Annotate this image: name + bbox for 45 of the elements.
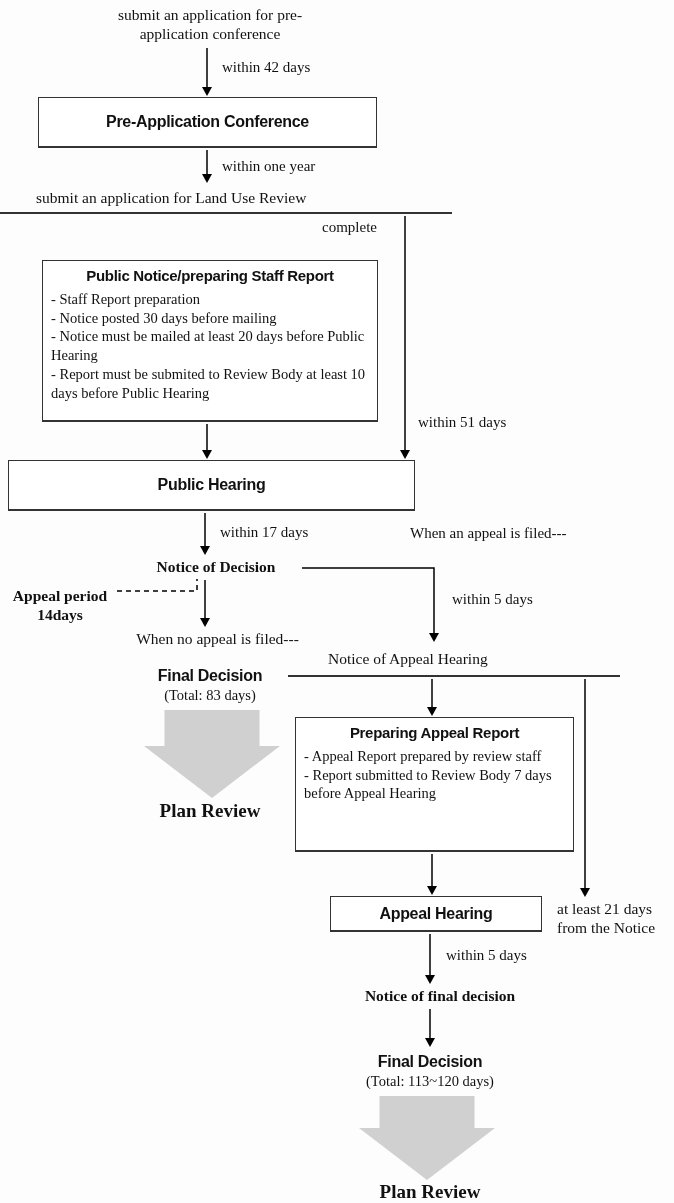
process-box (330, 896, 542, 932)
arrow (425, 1008, 435, 1047)
process-box (42, 260, 378, 422)
arrow (200, 579, 210, 627)
step-text: submit an application for pre-application conference (116, 4, 304, 44)
result-text: Plan Review (379, 1180, 481, 1203)
arrow (200, 512, 210, 555)
arrow (202, 47, 212, 96)
process-box (8, 460, 415, 511)
decision-title: Final Decision (377, 1051, 483, 1072)
bullet-text: - Notice posted 30 days before mailing (51, 308, 278, 328)
step-title: Notice of final decision (364, 986, 516, 1006)
block-arrow (359, 1096, 495, 1180)
arrow (301, 567, 439, 642)
arrow (580, 678, 590, 897)
process-box (38, 97, 377, 148)
block-arrow (144, 710, 280, 798)
timing-note: at least 21 days from the Notice (557, 898, 657, 938)
note-text: When an appeal is filed--- (408, 524, 569, 543)
arrow (202, 423, 212, 459)
step-title: Notice of Decision (156, 557, 276, 577)
bullet-text: - Report submitted to Review Body 7 days before Appeal Hearing (304, 765, 553, 804)
box-heading: Public Notice/preparing Staff Report (86, 267, 334, 286)
bullet-text: - Appeal Report prepared by review staff (304, 746, 543, 766)
total-note: (Total: 83 days) (164, 685, 256, 705)
arrow (427, 678, 437, 716)
arrow (425, 933, 435, 984)
bullet-text: - Staff Report preparation (51, 289, 202, 309)
step-text: When no appeal is filed--- (136, 629, 299, 649)
arrow (400, 215, 410, 459)
decision-title: Final Decision (157, 665, 263, 686)
box-heading: Preparing Appeal Report (349, 724, 520, 743)
step-text: Notice of Appeal Hearing (328, 649, 488, 669)
step-title: Appeal period 14days (11, 585, 109, 625)
box-heading: Appeal Hearing (379, 903, 493, 924)
box-heading: Public Hearing (157, 475, 266, 495)
box-heading: Pre-Application Conference (106, 112, 309, 132)
process-box (295, 717, 574, 852)
bullet-text: - Report must be submited to Review Body at least 10 days before Public Hearing (51, 365, 367, 403)
arrow (427, 853, 437, 895)
arrow (202, 149, 212, 183)
total-note: (Total: 113~120 days) (366, 1071, 494, 1091)
bullet-text: - Notice must be mailed at least 20 days before Public Hearing (51, 327, 366, 366)
result-text: Plan Review (159, 799, 261, 823)
step-text: submit an application for Land Use Review (36, 188, 307, 208)
